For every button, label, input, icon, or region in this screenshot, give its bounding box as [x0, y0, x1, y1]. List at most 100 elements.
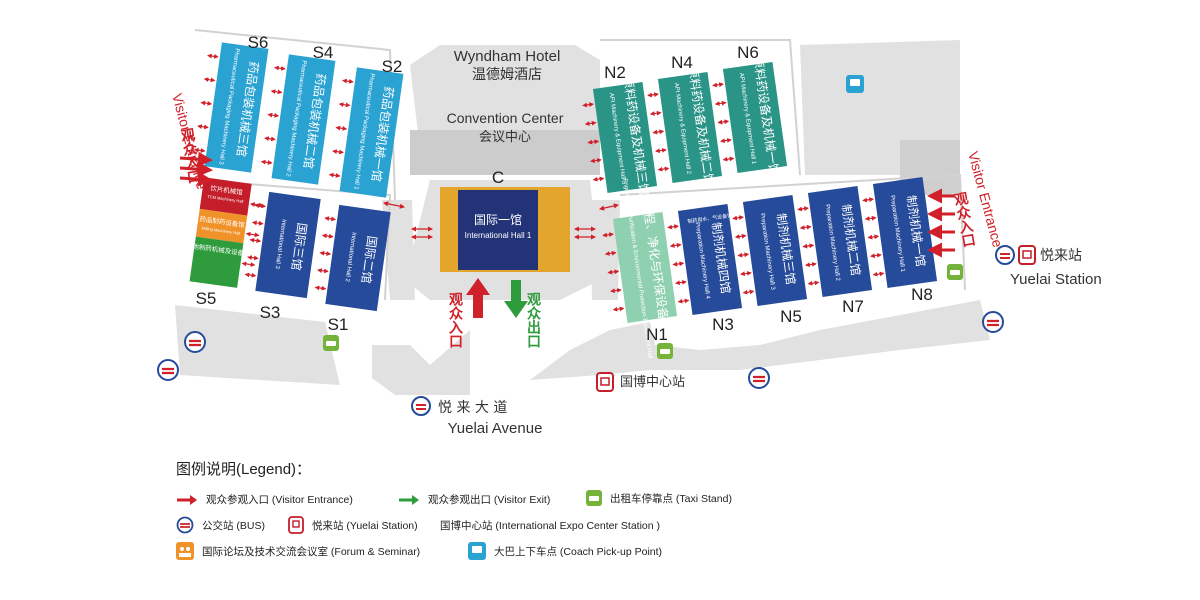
hall-code-s2: S2 — [382, 57, 403, 76]
hall-block — [722, 62, 788, 173]
legend-item-taxi: 出租车停靠点 (Taxi Stand) — [586, 490, 732, 506]
hall-c-en: International Hall 1 — [465, 231, 532, 240]
door-arrow — [802, 243, 815, 249]
hall-block — [677, 204, 743, 315]
hall-code-n2: N2 — [604, 63, 626, 82]
legend-label: 观众参观出口 (Visitor Exit) — [428, 494, 551, 506]
hall-code-n4: N4 — [671, 53, 693, 72]
door-arrow — [652, 129, 665, 135]
station-right-zh: 悦来站 — [1040, 248, 1082, 264]
metro-icon[interactable] — [596, 372, 614, 392]
door-arrow — [805, 261, 817, 268]
bus-stop-icon[interactable] — [157, 359, 179, 381]
door-arrow — [799, 224, 812, 230]
bus-stop-icon — [176, 516, 194, 534]
door-arrow — [244, 272, 257, 278]
green-arrow-icon — [399, 494, 419, 505]
hall-block — [325, 204, 391, 312]
legend-label: 国际论坛及技术交流会议室 (Forum & Seminar) — [202, 545, 421, 558]
legend-label: 出租车停靠点 (Taxi Stand) — [610, 492, 732, 505]
door-arrow — [314, 285, 327, 291]
door-arrow — [732, 215, 744, 221]
door-arrow — [734, 233, 747, 239]
hall-code-n1: N1 — [646, 325, 668, 344]
bus-stop-icon[interactable] — [411, 396, 431, 416]
door-arrow — [274, 65, 286, 71]
metro-icon[interactable] — [1018, 245, 1036, 265]
legend-item-visitor-exit: 观众参观出口 (Visitor Exit) — [398, 492, 550, 507]
door-arrow — [602, 232, 614, 238]
door-arrow — [610, 287, 622, 294]
door-arrow — [270, 89, 283, 95]
hall-block — [339, 67, 404, 198]
door-arrow — [249, 237, 262, 243]
door-arrow — [251, 220, 264, 226]
bus-stop-icon[interactable] — [982, 311, 1004, 333]
avenue-zh: 悦 来 大 道 — [438, 400, 507, 416]
hall-code-n3: N3 — [712, 315, 734, 334]
hall-block — [807, 186, 873, 297]
coach-icon[interactable] — [846, 75, 864, 93]
door-arrow — [870, 252, 882, 259]
taxi-icon[interactable] — [947, 264, 963, 280]
hall-code-s3: S3 — [260, 303, 281, 322]
door-arrow — [342, 78, 354, 84]
door-arrow — [338, 102, 351, 108]
avenue-en: Yuelai Avenue — [448, 420, 543, 437]
door-arrow — [872, 271, 885, 277]
door-arrow — [672, 261, 685, 267]
door-arrow — [867, 234, 880, 240]
legend-item-yuelai-station: 悦来站 (Yuelai Station) — [288, 516, 418, 534]
legend-item-coach: 大巴上下车点 (Coach Pick-up Point) — [468, 542, 662, 560]
door-arrow — [316, 268, 329, 274]
hall-code-s1: S1 — [328, 315, 349, 334]
hall-zh-label: 国际三馆 — [289, 222, 311, 272]
legend-item-forum: 国际论坛及技术交流会议室 (Forum & Seminar) — [176, 542, 420, 560]
legend-item-expo-station: 国博中心站 (International Expo Center Station… — [440, 518, 660, 533]
bus-stop-icon[interactable] — [995, 245, 1015, 265]
door-arrow — [717, 119, 730, 125]
taxi-icon — [586, 490, 602, 506]
hall-c-zh: 国际一馆 — [474, 212, 522, 227]
door-arrow — [737, 252, 750, 258]
door-arrow — [203, 77, 216, 83]
door-arrow — [584, 120, 597, 126]
bus-stop-icon[interactable] — [184, 331, 206, 353]
center-entrance-arrow — [466, 278, 490, 318]
hall-c[interactable]: 国际一馆 International Hall 1 — [440, 187, 570, 272]
taxi-icon[interactable] — [323, 335, 339, 351]
door-arrow — [200, 100, 213, 106]
door-arrow — [657, 166, 670, 172]
door-arrow — [797, 206, 809, 212]
door-arrow — [332, 149, 344, 155]
hall-s5-section — [189, 236, 244, 288]
bus-stop-icon[interactable] — [748, 367, 770, 389]
hall-block — [271, 54, 336, 185]
hotel-zh: 温德姆酒店 — [472, 67, 542, 83]
legend-label: 悦来站 (Yuelai Station) — [312, 519, 418, 532]
door-arrow — [864, 215, 877, 221]
door-arrow — [740, 270, 752, 277]
door-arrow — [241, 261, 256, 267]
hotel-en: Wyndham Hotel — [454, 48, 561, 65]
taxi-icon[interactable] — [657, 343, 673, 359]
hall-block — [204, 42, 269, 173]
door-arrow — [667, 224, 679, 230]
door-arrow — [193, 147, 206, 153]
visitor-entrance-right-zh: 观众入口 — [951, 191, 977, 249]
